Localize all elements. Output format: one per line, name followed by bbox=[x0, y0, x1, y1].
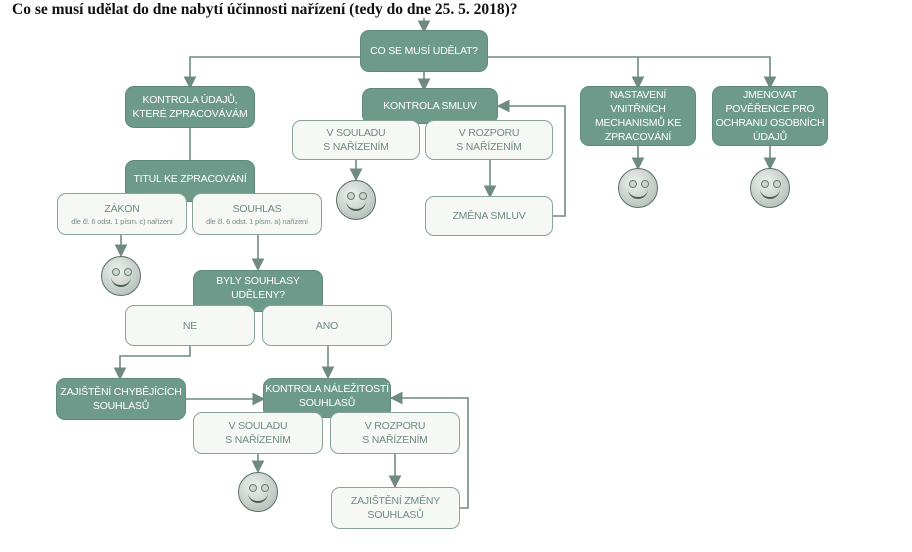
node-note: dle čl. 6 odst. 1 písm. c) nařízení bbox=[71, 216, 173, 226]
node-label: V SOULADU bbox=[228, 420, 288, 432]
node-souhlasy-rozpor: V ROZPORU S NAŘÍZENÍM bbox=[330, 412, 460, 454]
node-label: MECHANISMŮ KE bbox=[594, 117, 682, 129]
node-label: SOUHLASŮ bbox=[367, 509, 424, 521]
node-label: VNITŘNÍCH bbox=[610, 103, 666, 115]
node-label: SOUHLASŮ bbox=[92, 400, 150, 412]
node-label: V ROZPORU bbox=[458, 127, 520, 139]
node-smlouvy-rozpor: V ROZPORU S NAŘÍZENÍM bbox=[425, 120, 553, 160]
node-label: KONTROLA NÁLEŽITOSTÍ bbox=[265, 383, 389, 395]
node-root: CO SE MUSÍ UDĚLAT? bbox=[360, 30, 488, 72]
smiley-icon bbox=[618, 168, 658, 208]
node-ano: ANO bbox=[262, 305, 392, 346]
node-label: KTERÉ ZPRACOVÁVÁM bbox=[132, 108, 248, 120]
node-label: NE bbox=[182, 319, 198, 332]
node-smlouvy-soulad: V SOULADU S NAŘÍZENÍM bbox=[292, 120, 420, 160]
node-souhlasy-soulad: V SOULADU S NAŘÍZENÍM bbox=[193, 412, 323, 454]
node-label: S NAŘÍZENÍM bbox=[362, 434, 428, 446]
node-zmena-smluv: ZMĚNA SMLUV bbox=[425, 196, 553, 236]
node-label: TITUL KE ZPRACOVÁNÍ bbox=[133, 173, 247, 185]
node-label: BYLY SOUHLASY bbox=[216, 275, 300, 287]
node-label: CO SE MUSÍ UDĚLAT? bbox=[370, 45, 478, 57]
node-label: S NAŘÍZENÍM bbox=[225, 434, 291, 446]
node-label: SOUHLASŮ bbox=[298, 397, 356, 409]
smiley-icon bbox=[238, 472, 278, 512]
node-label: ZAJIŠTĚNÍ CHYBĚJÍCÍCH bbox=[60, 386, 182, 398]
node-label: POVĚŘENCE PRO bbox=[725, 103, 815, 115]
node-label: ZAJIŠTĚNÍ ZMĚNY bbox=[350, 495, 441, 507]
node-zajisteni-zmeny: ZAJIŠTĚNÍ ZMĚNY SOUHLASŮ bbox=[331, 487, 460, 529]
node-label: SOUHLAS bbox=[232, 202, 282, 215]
node-label: S NAŘÍZENÍM bbox=[323, 141, 389, 153]
node-kontrola-udaju: KONTROLA ÚDAJŮ, KTERÉ ZPRACOVÁVÁM bbox=[125, 86, 255, 128]
node-note: dle čl. 6 odst. 1 písm. a) nařízení bbox=[206, 216, 308, 226]
node-kontrola-smluv: KONTROLA SMLUV bbox=[362, 88, 498, 124]
node-nastaveni: NASTAVENÍ VNITŘNÍCH MECHANISMŮ KE ZPRACOVÁN… bbox=[580, 86, 696, 146]
node-ne: NE bbox=[125, 305, 255, 346]
node-label: NASTAVENÍ bbox=[609, 89, 667, 101]
node-label: ZMĚNA SMLUV bbox=[452, 210, 526, 222]
node-label: S NAŘÍZENÍM bbox=[456, 141, 522, 153]
node-label: UDĚLENY? bbox=[231, 289, 285, 301]
node-label: KONTROLA ÚDAJŮ, bbox=[142, 94, 238, 106]
node-label: ZPRACOVÁNÍ bbox=[604, 131, 672, 143]
node-label: JMENOVAT bbox=[742, 89, 797, 101]
node-zajisteni-chybejicich: ZAJIŠTĚNÍ CHYBĚJÍCÍCH SOUHLASŮ bbox=[56, 378, 186, 420]
node-label: ANO bbox=[315, 319, 339, 332]
node-label: V SOULADU bbox=[326, 127, 386, 139]
node-label: ÚDAJŮ bbox=[752, 131, 787, 143]
node-label: V ROZPORU bbox=[364, 420, 426, 432]
page-title: Co se musí udělat do dne nabytí účinnost… bbox=[12, 1, 518, 18]
node-label: ZÁKON bbox=[104, 202, 140, 215]
node-jmenovat: JMENOVAT POVĚŘENCE PRO OCHRANU OSOBNÍCH ÚDA… bbox=[712, 86, 828, 146]
smiley-icon bbox=[336, 180, 376, 220]
smiley-icon bbox=[101, 256, 141, 296]
node-label: OCHRANU OSOBNÍCH bbox=[715, 117, 825, 129]
smiley-icon bbox=[750, 168, 790, 208]
node-label: KONTROLA SMLUV bbox=[383, 100, 477, 112]
